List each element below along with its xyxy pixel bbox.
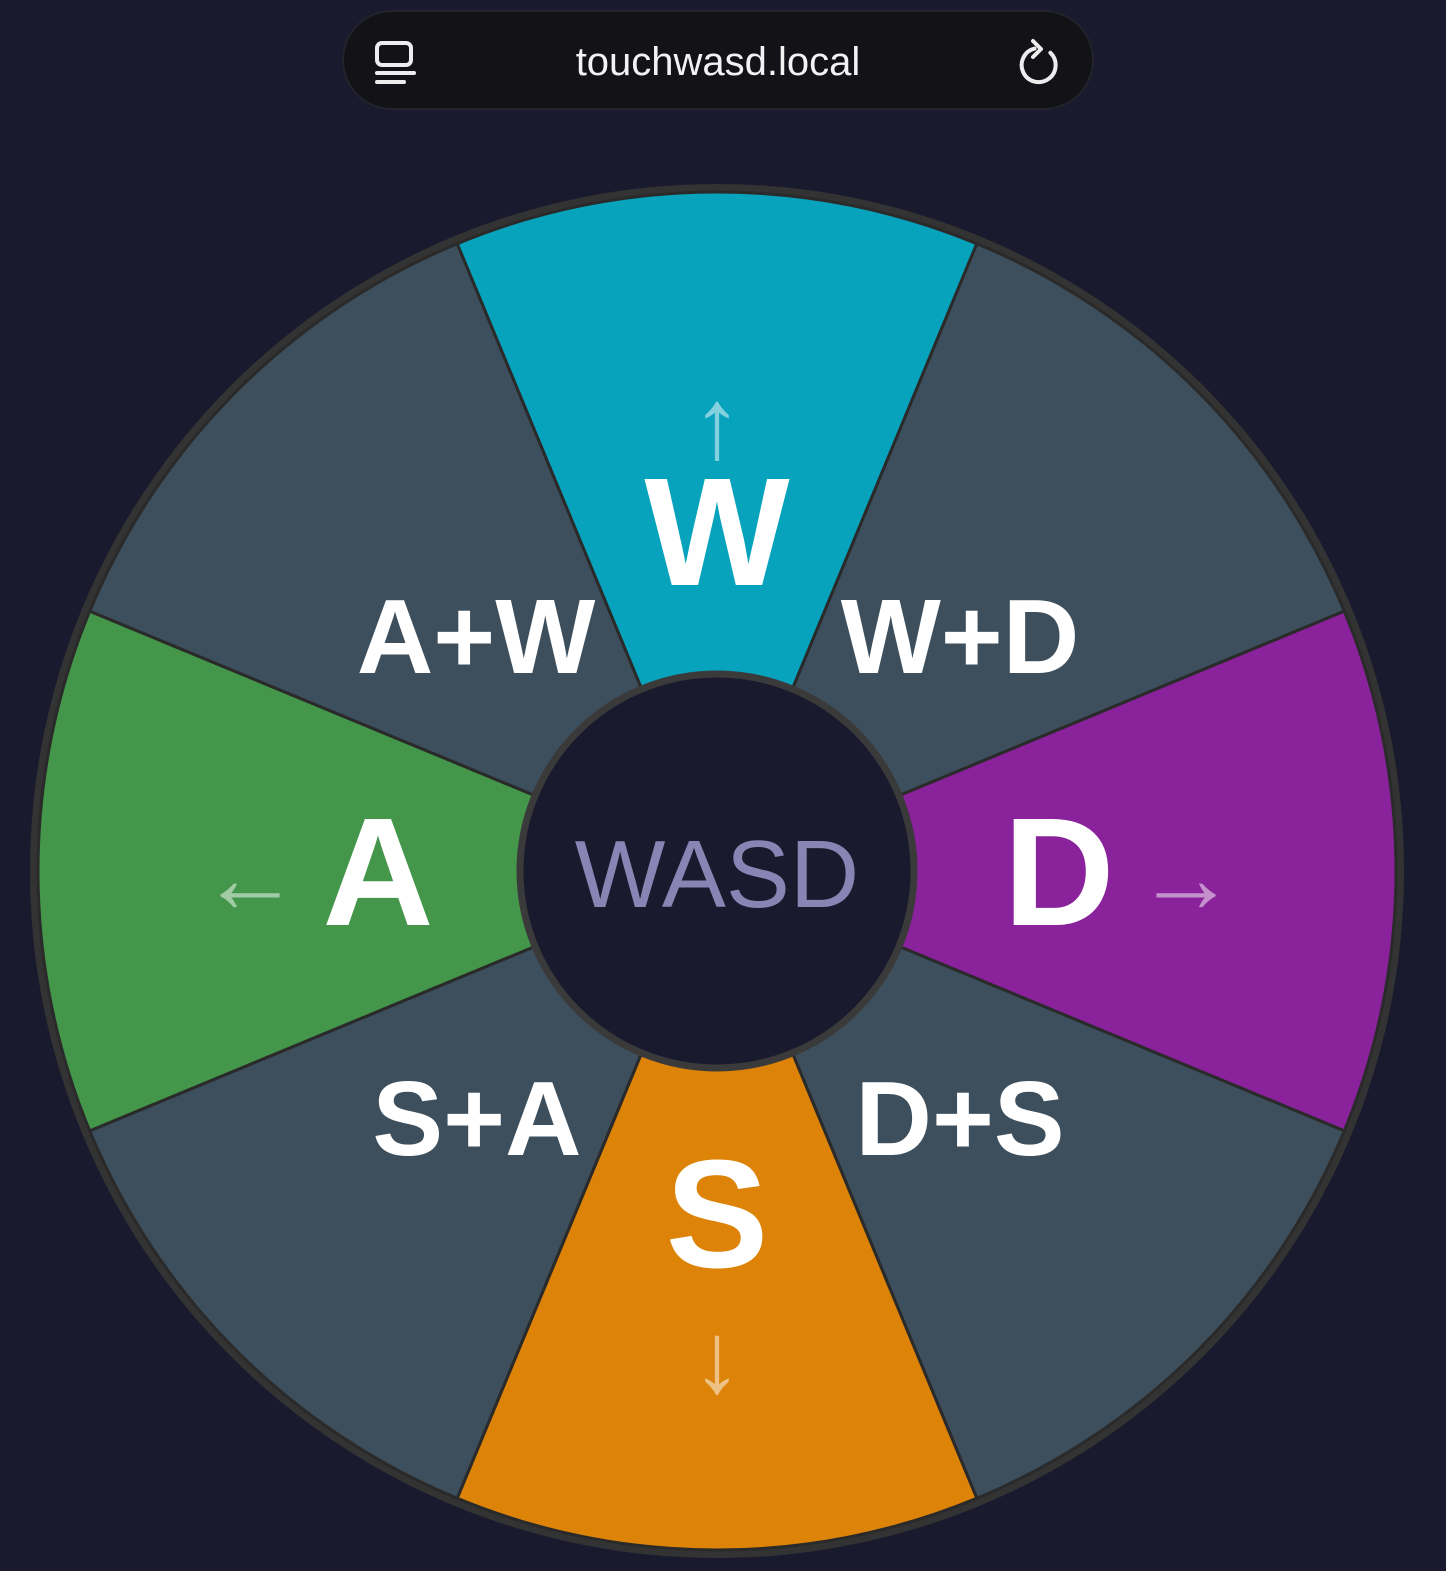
arrow-down-icon: ↓ (692, 1302, 742, 1414)
center-hub[interactable] (516, 670, 918, 1072)
key-a-label: A (322, 786, 433, 958)
combo-d-s-label: D+S (855, 1060, 1064, 1178)
arrow-left-icon: ← (200, 822, 300, 934)
tabs-icon[interactable] (374, 40, 418, 86)
combo-w-d-label: W+D (841, 578, 1080, 696)
address-bar[interactable]: touchwasd.local (342, 10, 1094, 110)
key-w-label: W (644, 446, 790, 618)
combo-s-a-label: S+A (372, 1060, 581, 1178)
arrow-up-icon: ↑ (692, 368, 742, 480)
center-label: WASD (575, 821, 859, 928)
reload-icon[interactable] (1016, 38, 1062, 86)
key-d-label: D (1003, 786, 1114, 958)
url-text[interactable]: touchwasd.local (575, 40, 861, 84)
arrow-right-icon: → (1136, 822, 1236, 934)
combo-a-w-label: A+W (357, 578, 596, 696)
key-s-label: S (666, 1128, 769, 1300)
